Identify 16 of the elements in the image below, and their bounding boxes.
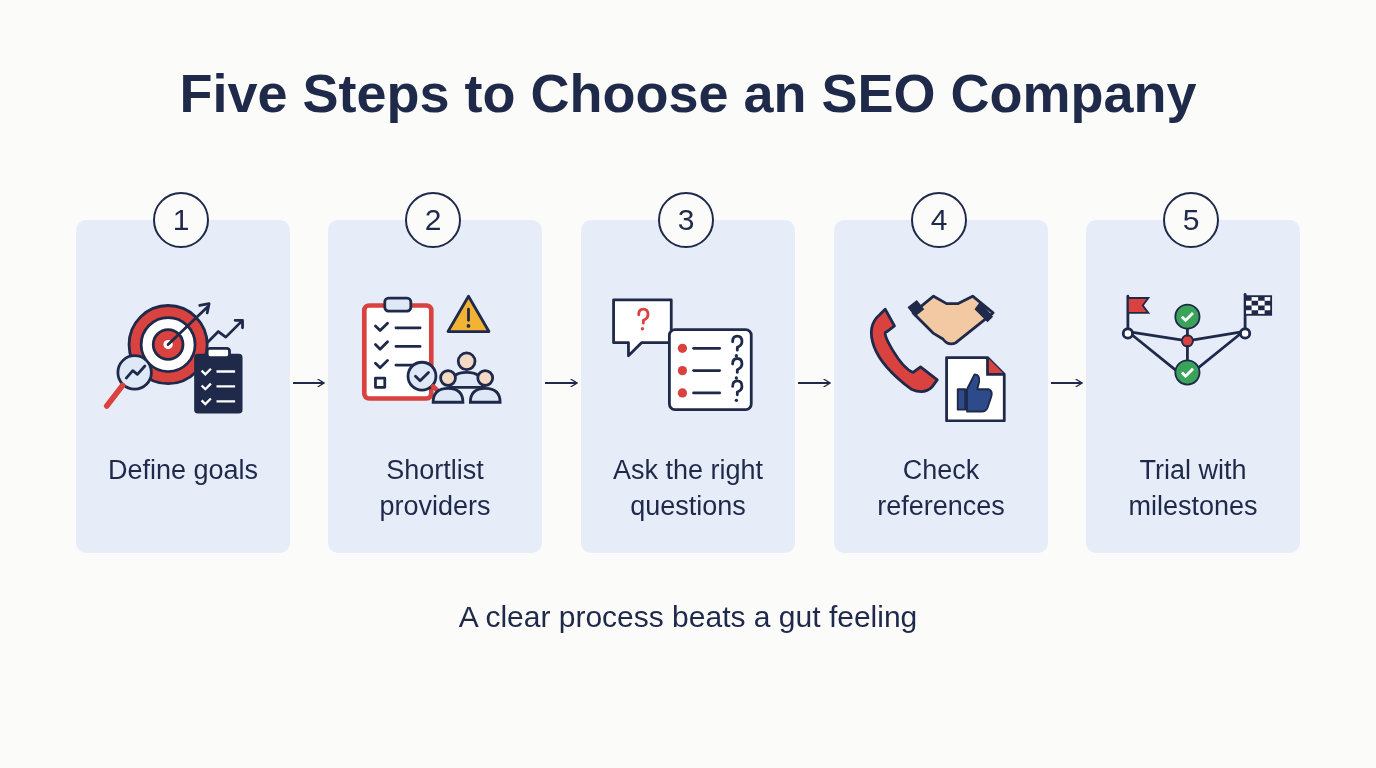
step-number: 2 [405,192,461,248]
arrow [1050,378,1083,388]
step-label: Shortlist providers [378,454,492,523]
arrow [292,378,325,388]
step-number: 1 [153,192,209,248]
caption: A clear process beats a gut feeling [458,600,918,634]
step-label: Check references [876,454,1006,523]
step-number: 3 [658,192,714,248]
title: Five Steps to Choose an SEO Company [179,62,1197,124]
step-label: Define goals [106,454,260,487]
step-number: 5 [1163,192,1219,248]
arrow [797,378,831,388]
step-label: Trial with milestones [1127,454,1259,523]
step-number: 4 [911,192,967,248]
step-label: Ask the right questions [611,454,765,523]
arrow [544,378,578,388]
